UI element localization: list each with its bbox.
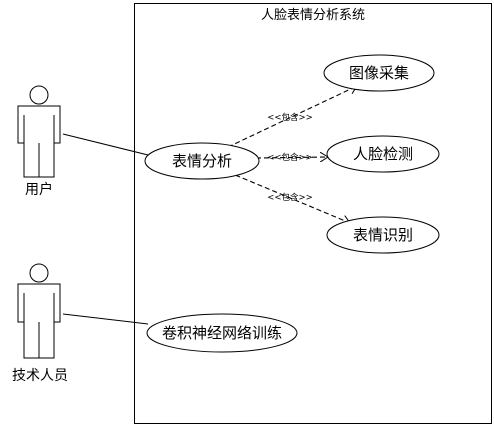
use-case-image-capture[interactable]: 图像采集 [323,54,435,92]
association-technician-cnn-training [62,313,149,325]
use-case-face-detection-label: 人脸检测 [353,145,413,163]
use-case-expression-recognition-shape [326,216,440,254]
use-case-face-detection[interactable]: 人脸检测 [326,135,440,173]
use-case-expression-analysis-shape [144,142,260,180]
system-boundary [134,3,492,424]
actor-technician-body [17,283,61,359]
system-title: 人脸表情分析系统 [261,8,365,23]
actor-user-head [29,85,49,105]
use-case-face-detection-shape [326,135,440,173]
use-case-cnn-training[interactable]: 卷积神经网络训练 [146,313,298,353]
include-line-face-detection [255,157,328,158]
actor-user: 用户 [17,85,61,198]
actor-user-label: 用户 [25,181,53,198]
association-user-expression-analysis [62,133,149,156]
use-case-expression-analysis-label: 表情分析 [172,152,232,170]
include-label-2: <<包含>> [267,152,313,163]
include-line-expression-recognition [227,171,350,223]
include-label-1: <<包含>> [267,112,313,123]
use-case-image-capture-shape [323,54,435,92]
use-case-expression-recognition[interactable]: 表情识别 [326,216,440,254]
use-case-cnn-training-label: 卷积神经网络训练 [162,324,282,342]
use-case-expression-recognition-label: 表情识别 [353,226,413,244]
use-case-image-capture-label: 图像采集 [349,64,409,82]
actor-technician: 技术人员 [12,263,68,384]
include-label-3: <<包含>> [267,192,313,203]
use-case-cnn-training-shape [146,313,298,353]
use-case-expression-analysis[interactable]: 表情分析 [144,142,260,180]
actor-technician-label: 技术人员 [12,368,68,384]
actor-user-body [17,105,61,178]
actor-technician-head [29,263,49,283]
